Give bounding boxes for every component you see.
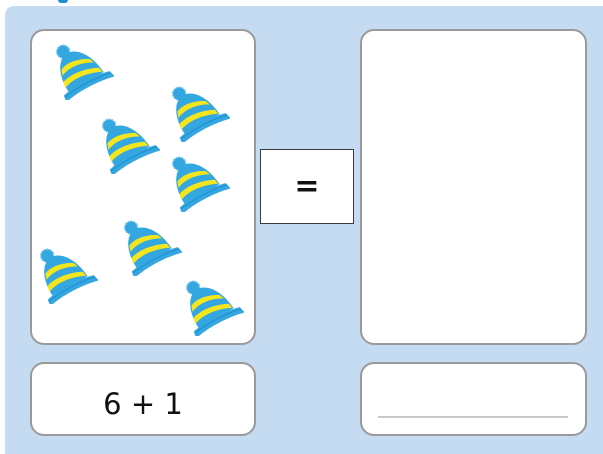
hat-icon bbox=[50, 36, 114, 100]
hat-icon bbox=[96, 110, 160, 174]
answer-input-line[interactable] bbox=[378, 416, 568, 418]
expression-text: 6 + 1 bbox=[32, 364, 254, 434]
hat-icon bbox=[180, 272, 244, 336]
expression-box: 6 + 1 bbox=[30, 362, 256, 436]
hat-icon bbox=[166, 148, 230, 212]
picture-card-right[interactable] bbox=[360, 29, 587, 345]
equals-box: = bbox=[260, 149, 354, 224]
hat-icon bbox=[118, 212, 182, 276]
header-accent bbox=[58, 0, 68, 3]
hat-icon bbox=[34, 240, 98, 304]
equals-sign: = bbox=[294, 169, 319, 204]
hat-icon bbox=[166, 78, 230, 142]
answer-box[interactable] bbox=[360, 362, 587, 436]
